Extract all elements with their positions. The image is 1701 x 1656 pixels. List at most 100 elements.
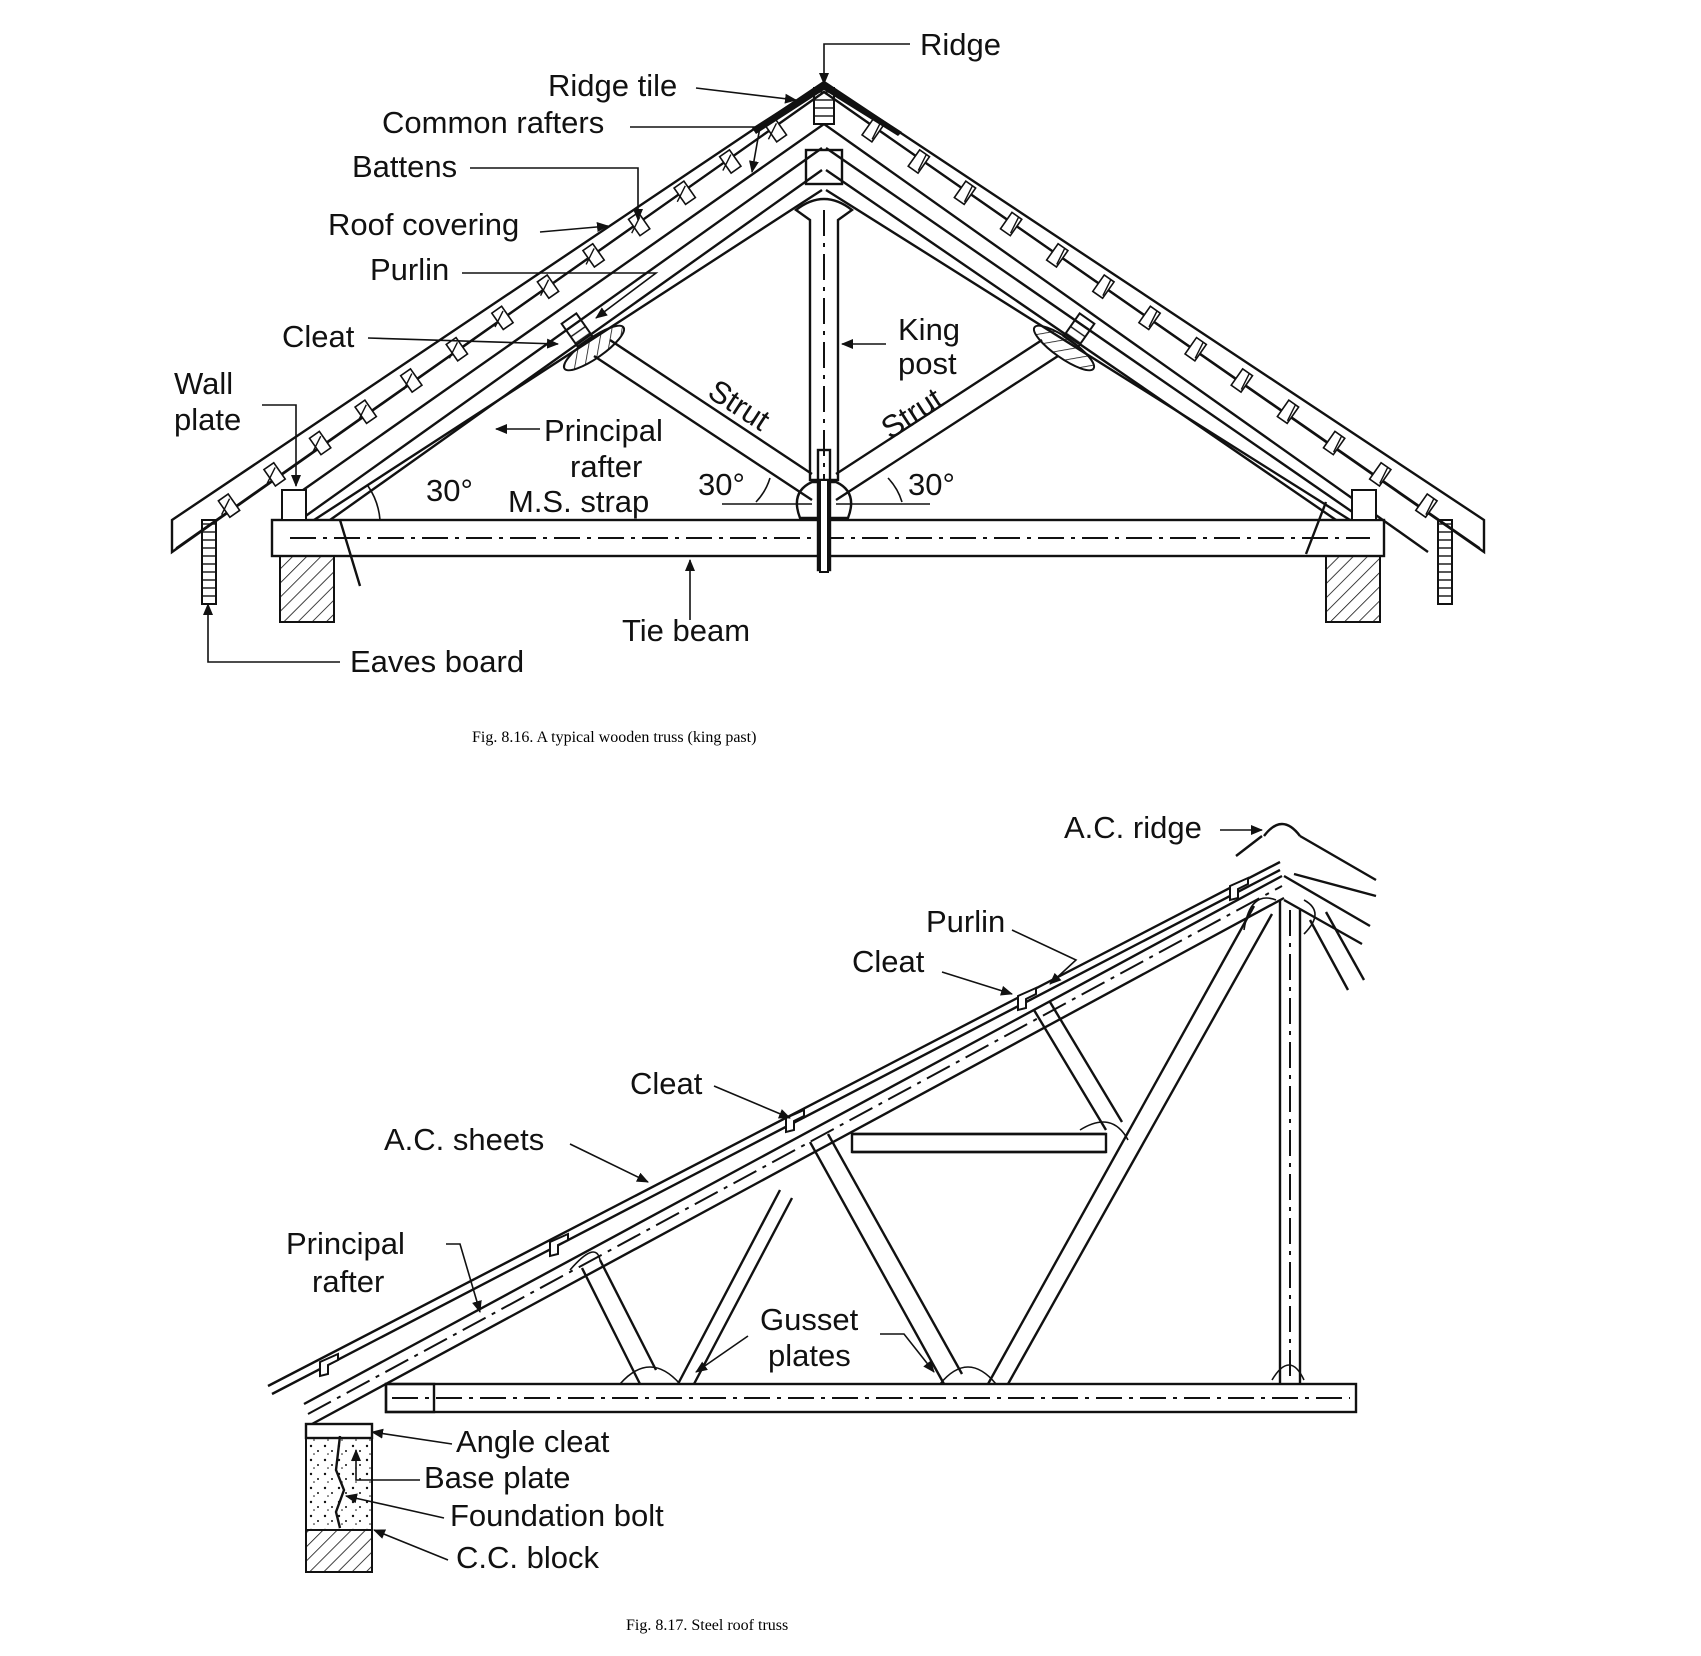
batten-hatch (403, 373, 413, 390)
wall-left (279, 555, 335, 623)
batten-hatch (585, 248, 595, 265)
figure-caption: Fig. 8.16. A typical wooden truss (king … (472, 729, 756, 746)
web-members (580, 1001, 1124, 1385)
batten-marks (860, 117, 1439, 519)
king-post-bolt (819, 479, 829, 573)
label-roof-covering: Roof covering (328, 207, 519, 242)
label-base-plate: Base plate (424, 1460, 571, 1495)
batten-hatch (871, 122, 881, 140)
label-wall-plate: Wall (174, 366, 233, 401)
label-foundation-bolt: Foundation bolt (450, 1498, 664, 1533)
batten-hatch (676, 185, 686, 203)
caption-text: Steel roof truss (687, 1617, 788, 1634)
king-member (1278, 900, 1302, 1384)
batten-hatch (357, 404, 367, 422)
foundation-bolt (334, 1435, 346, 1529)
common-rafter (285, 123, 1429, 553)
label-cc-block: C.C. block (456, 1540, 599, 1575)
wooden-truss-figure: Ridge Ridge tile Common rafters Battens … (170, 27, 1486, 746)
steel-truss-figure: A.C. ridge Purlin Cleat Cleat A.C. sheet… (267, 810, 1377, 1634)
base-support (304, 1422, 374, 1573)
batten-hatch (1379, 467, 1389, 484)
batten-mark (1414, 492, 1439, 519)
batten-marks (217, 117, 788, 519)
batten-mark (1183, 336, 1208, 362)
batten-hatch (1056, 248, 1066, 265)
batten-hatch (448, 341, 459, 359)
batten-mark (1137, 305, 1162, 331)
batten-hatch (539, 279, 550, 297)
strut-left (593, 339, 813, 502)
cc-block (305, 1437, 373, 1531)
label-ridge-tile: Ridge tile (548, 68, 677, 103)
wall-plate-left (281, 489, 307, 521)
label-purlin: Purlin (926, 904, 1005, 939)
label-king-post: post (898, 346, 957, 381)
label-gusset-plates: Gusset (760, 1302, 859, 1337)
label-principal-rafter: Principal (286, 1226, 405, 1261)
purlin-cleat (549, 1232, 569, 1258)
batten-mark (907, 148, 931, 175)
label-angle: 30° (698, 467, 745, 502)
angle-arc (755, 477, 771, 503)
batten-hatch (312, 435, 322, 453)
batten-mark (1045, 242, 1070, 269)
label-cleat: Cleat (630, 1066, 703, 1101)
caption-number: Fig. 8.16. (472, 729, 533, 746)
batten-hatch (963, 185, 974, 203)
label-eaves-board: Eaves board (350, 644, 524, 679)
purlin-cleat (1229, 876, 1249, 902)
label-angle-cleat: Angle cleat (456, 1424, 610, 1459)
batten-hatch (1425, 498, 1435, 516)
label-wall-plate: plate (174, 402, 241, 437)
label-battens: Battens (352, 149, 457, 184)
label-cleat: Cleat (852, 944, 925, 979)
label-purlin: Purlin (370, 252, 449, 287)
batten-hatch (917, 154, 927, 171)
angle-arc (367, 485, 381, 521)
caption-text: A typical wooden truss (king past) (533, 729, 756, 746)
ac-sheets (267, 860, 1281, 1396)
label-angle: 30° (426, 473, 473, 508)
label-ac-ridge: A.C. ridge (1064, 810, 1202, 845)
label-strut-left: Strut (702, 373, 776, 438)
label-ms-strap: M.S. strap (508, 484, 649, 519)
batten-hatch (1194, 341, 1204, 359)
batten-hatch (1009, 216, 1020, 234)
batten-hatch (767, 122, 778, 140)
batten-mark (1276, 399, 1300, 425)
label-principal-rafter: Principal (544, 413, 663, 448)
batten-hatch (1286, 404, 1297, 422)
eaves-board-left (201, 519, 217, 605)
purlin-cleat (319, 1352, 339, 1378)
batten-hatch (220, 498, 231, 516)
label-strut-right: Strut (875, 381, 949, 446)
caption-number: Fig. 8.17. (626, 1617, 687, 1634)
label-tie-beam: Tie beam (622, 613, 750, 648)
ms-strap (1304, 501, 1328, 555)
batten-hatch (1102, 279, 1112, 297)
gusset-plate (569, 897, 1316, 1385)
figure-caption: Fig. 8.17. Steel roof truss (626, 1617, 788, 1634)
label-king-post: King (898, 312, 960, 347)
batten-hatch (266, 467, 276, 484)
main-diagonal (986, 905, 1274, 1385)
ms-strap (338, 519, 362, 587)
ridge-tile (752, 82, 902, 136)
batten-hatch (494, 310, 504, 328)
label-common-rafters: Common rafters (382, 105, 604, 140)
angle-arc (887, 477, 903, 503)
batten-hatch (1332, 435, 1343, 453)
eaves-board-right (1437, 519, 1453, 605)
label-principal-rafter: rafter (312, 1264, 384, 1299)
leader-lines (345, 825, 1263, 1561)
label-ac-sheets: A.C. sheets (384, 1122, 544, 1157)
batten-hatch (1148, 310, 1158, 328)
purlin-cleat (1017, 986, 1037, 1012)
label-cleat: Cleat (282, 319, 355, 354)
king-post-foot (795, 480, 853, 520)
label-principal-rafter: rafter (570, 449, 642, 484)
right-rafter-stub (1283, 874, 1371, 991)
batten-mark (1091, 273, 1116, 300)
